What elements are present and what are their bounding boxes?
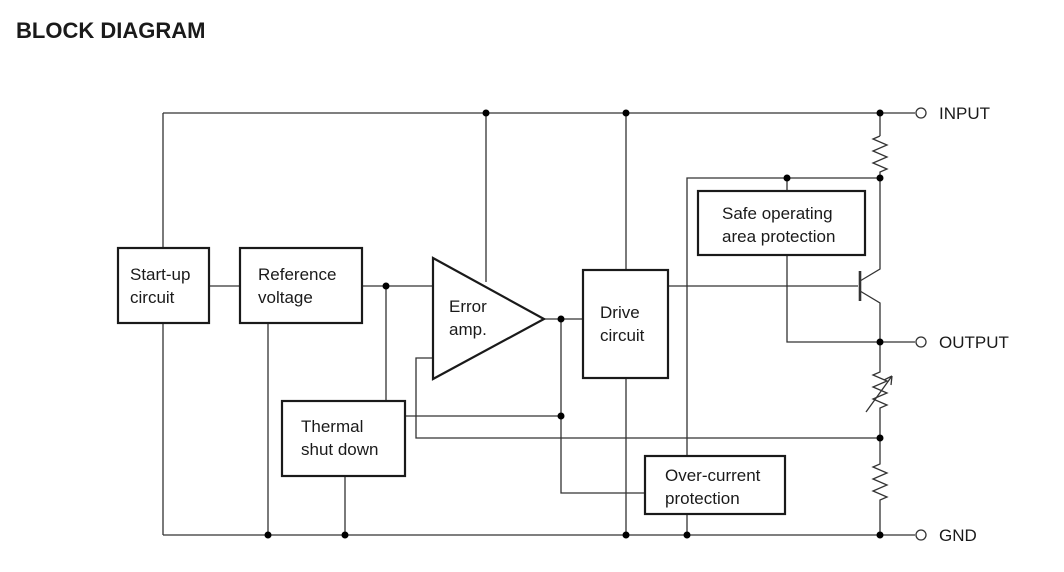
junction-dot (482, 109, 490, 117)
error-amp-block: Error amp. (431, 256, 547, 381)
variable-resistor-arrowhead (883, 375, 893, 386)
junction-dot (557, 412, 565, 420)
junction-dot (341, 531, 349, 539)
input-terminal-label: INPUT (939, 104, 990, 123)
overcurrent-block: Over-current protection (643, 454, 787, 516)
thermal-block: Thermal shut down (280, 399, 407, 478)
reference-block: Reference voltage (238, 246, 364, 325)
drive-block: Drive circuit (581, 268, 670, 380)
junction-dot (382, 282, 390, 290)
overcurrent-sense-line (686, 177, 880, 456)
transistor-emitter (859, 290, 881, 342)
thermal-label-line2: shut down (301, 440, 379, 459)
output-terminal: OUTPUT (915, 333, 1009, 352)
gnd-terminal-circle (915, 529, 927, 541)
input-terminal-circle (915, 107, 927, 119)
junction-dot (876, 434, 884, 442)
wires (162, 112, 915, 536)
variable-resistor (871, 342, 889, 438)
collector-to-transistor (859, 178, 881, 282)
variable-resistor-arrow (865, 375, 893, 413)
erroramp-output-branch (560, 319, 645, 494)
junction-dot (622, 531, 630, 539)
overcurrent-label-line1: Over-current (665, 466, 761, 485)
drive-label-line1: Drive (600, 303, 640, 322)
sense-resistor (871, 135, 889, 178)
junction-dot (622, 109, 630, 117)
junction-dot (876, 174, 884, 182)
drive-label-line2: circuit (600, 326, 645, 345)
safe-operating-label-line2: area protection (722, 227, 835, 246)
feedback-line (415, 357, 880, 439)
thermal-label-line1: Thermal (301, 417, 363, 436)
junction-dot (683, 531, 691, 539)
output-terminal-label: OUTPUT (939, 333, 1009, 352)
junctions (264, 109, 884, 539)
startup-label-line1: Start-up (130, 265, 190, 284)
junction-dot (876, 531, 884, 539)
overcurrent-label-line2: protection (665, 489, 740, 508)
error-amp-label-line2: amp. (449, 320, 487, 339)
junction-dot (876, 109, 884, 117)
lower-resistor (871, 438, 889, 535)
gnd-terminal-label: GND (939, 526, 977, 545)
junction-dot (264, 531, 272, 539)
diagram-title: BLOCK DIAGRAM (16, 18, 206, 43)
error-amp-label-line1: Error (449, 297, 487, 316)
soa-to-output (786, 255, 880, 343)
input-terminal: INPUT (915, 104, 990, 123)
output-terminal-circle (915, 336, 927, 348)
reference-label-line1: Reference (258, 265, 336, 284)
junction-dot (557, 315, 565, 323)
junction-dot (876, 338, 884, 346)
gnd-terminal: GND (915, 526, 977, 545)
startup-block: Start-up circuit (116, 246, 211, 325)
safe-operating-block: Safe operating area protection (696, 189, 867, 257)
junction-dot (783, 174, 791, 182)
safe-operating-label-line1: Safe operating (722, 204, 833, 223)
startup-label-line2: circuit (130, 288, 175, 307)
reference-label-line2: voltage (258, 288, 313, 307)
